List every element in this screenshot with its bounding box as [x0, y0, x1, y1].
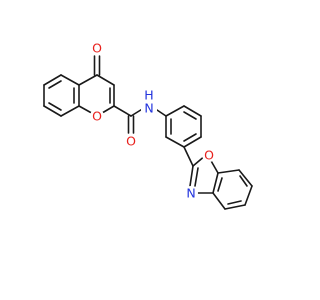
- bond: [113, 105, 132, 117]
- phenylene-ring: [165, 105, 202, 148]
- bond: [183, 136, 202, 148]
- bond: [183, 133, 197, 142]
- bond: [238, 169, 253, 187]
- ketone-oxygen-label: O: [92, 41, 102, 56]
- chromone-unit: [43, 55, 115, 117]
- bond: [212, 172, 219, 194]
- oxazole-nitrogen-label: N: [186, 186, 195, 201]
- bond: [217, 169, 240, 174]
- ring-oxygen-label: O: [92, 109, 102, 124]
- bond: [48, 80, 62, 89]
- amide-linker: [113, 105, 167, 134]
- bond: [48, 102, 62, 111]
- atom-label-background: [90, 41, 104, 55]
- bond: [189, 165, 194, 187]
- atom-label-background: [90, 109, 104, 123]
- bond: [239, 175, 248, 187]
- bond: [244, 185, 253, 206]
- oxazole-oxygen-label: O: [204, 148, 214, 163]
- bond: [212, 192, 226, 210]
- atom-label-background: [141, 97, 157, 123]
- bond: [60, 74, 80, 86]
- atom-label-background: [184, 186, 198, 200]
- bond: [43, 105, 62, 117]
- bond: [78, 74, 98, 86]
- benzoxazole-unit: [183, 146, 253, 210]
- bond: [165, 105, 185, 117]
- atom-labels: O O O H N O N: [90, 41, 216, 201]
- bond: [183, 111, 197, 120]
- amide-oxygen-label: O: [126, 134, 136, 149]
- chemical-structure-diagram: O O O H N O N: [43, 41, 253, 210]
- amide-nitrogen-label: N: [144, 101, 153, 116]
- bond: [183, 105, 202, 117]
- atom-label-background: [202, 148, 216, 162]
- bond: [60, 105, 80, 117]
- bond: [43, 74, 62, 86]
- bond: [217, 177, 223, 192]
- bond: [227, 200, 242, 205]
- bond: [224, 204, 246, 210]
- bond: [183, 146, 194, 167]
- amide-hydrogen-label: H: [144, 88, 153, 103]
- bond: [165, 136, 185, 148]
- bond: [194, 167, 199, 187]
- molecule-canvas: O O O H N O N: [43, 41, 253, 210]
- bond: [96, 74, 115, 86]
- atom-label-background: [124, 134, 138, 148]
